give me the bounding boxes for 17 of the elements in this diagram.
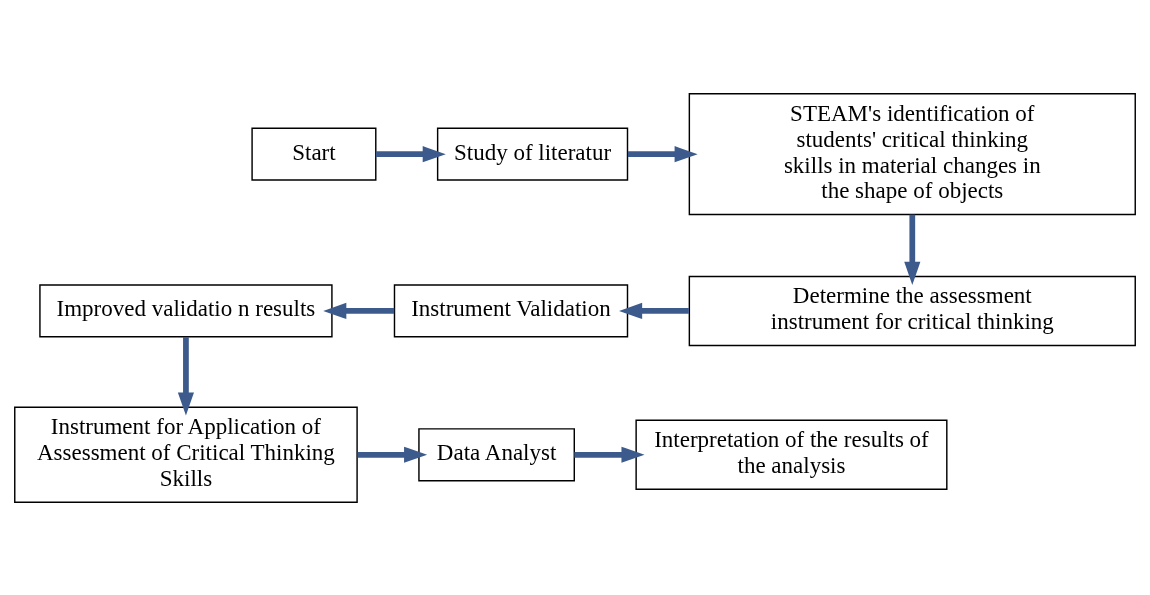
node-box: Instrument for Application of Assessment of Critical Thinking Skills [14, 406, 358, 503]
node-box: Improved validatio n results [39, 283, 333, 338]
arrow [177, 336, 194, 416]
arrow [375, 145, 446, 162]
node-box: STEAM's identification of students' critical thinking skills in material changes in the shape of objects [688, 92, 1136, 215]
node-box: Determine the assessment instrument for critical thinking [688, 275, 1136, 346]
node-box: Data Analyst [418, 427, 575, 481]
arrow [627, 145, 698, 162]
arrow [323, 302, 395, 319]
arrow [574, 446, 645, 463]
arrow [357, 446, 428, 463]
arrow [619, 302, 689, 319]
node-box: Interpretation of the results of the analysis [635, 419, 948, 490]
node-box: Instrument Validation [393, 283, 629, 338]
arrow [904, 214, 921, 285]
node-box: Study of literatur [436, 127, 629, 181]
node-box: Start [251, 127, 377, 181]
